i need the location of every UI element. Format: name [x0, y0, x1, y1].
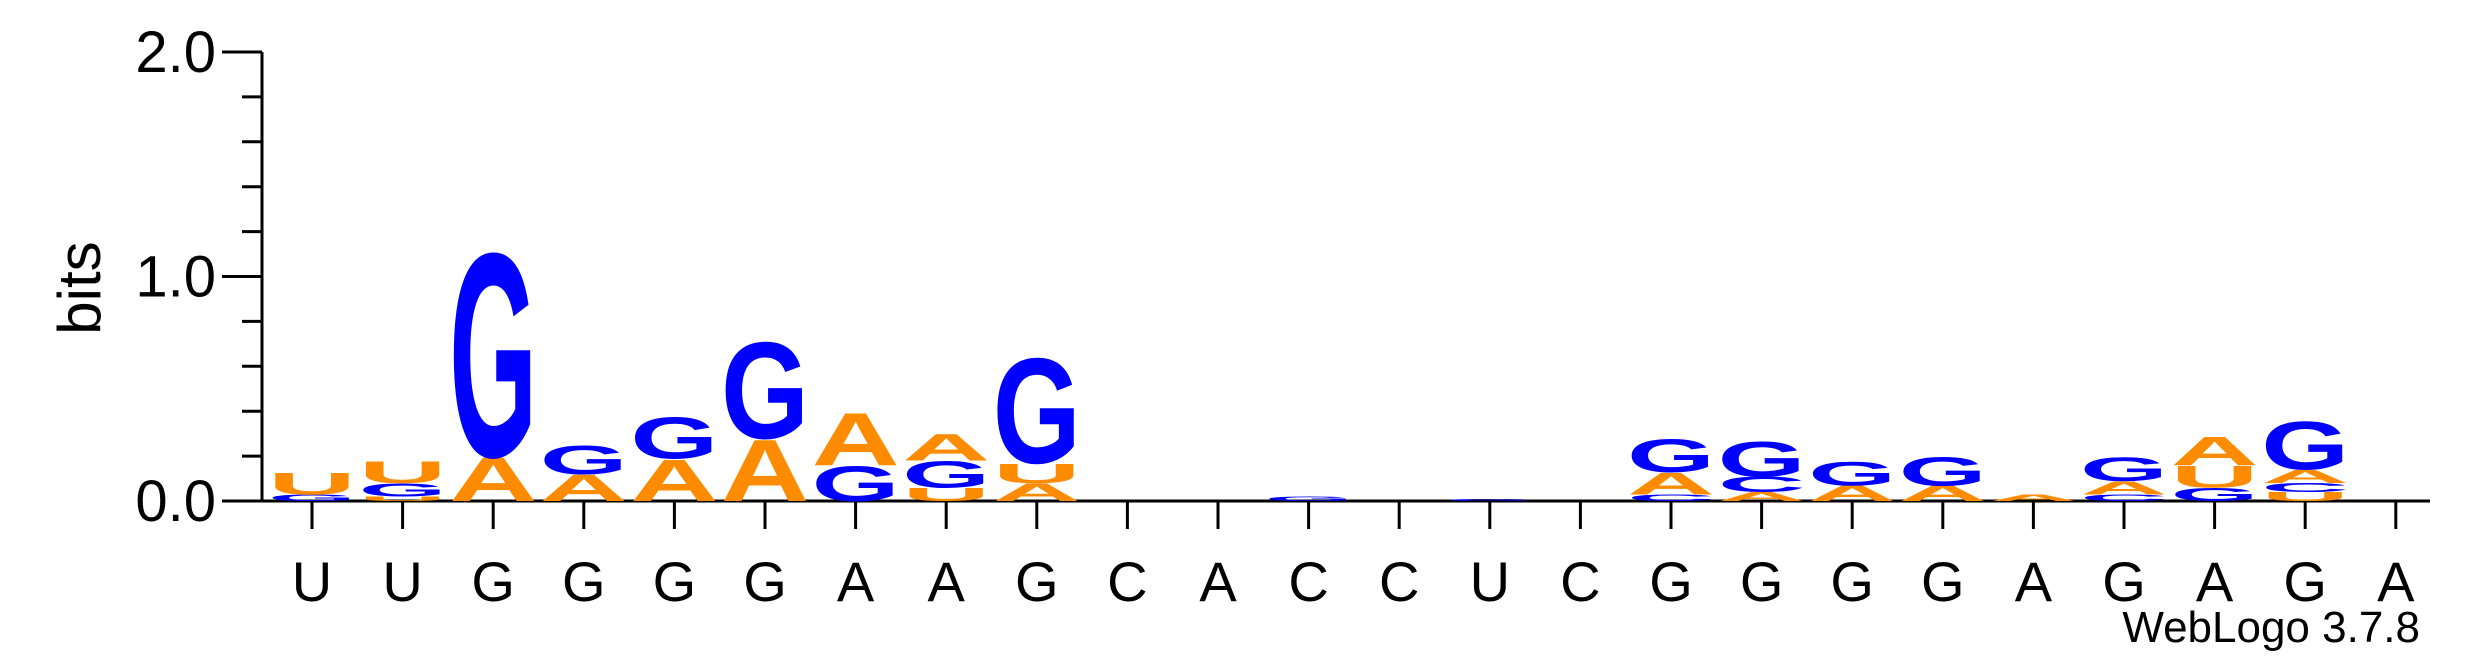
x-tick-label: G: [562, 550, 606, 613]
x-tick-label: G: [1649, 550, 1693, 613]
logo-letter-A: A: [721, 422, 809, 520]
logo-letter-U: U: [993, 458, 1081, 490]
logo-column: AG: [1808, 454, 1896, 506]
logo-column: AG: [449, 192, 537, 518]
logo-letter-G: G: [2080, 449, 2168, 488]
x-tick-label: A: [2377, 550, 2415, 613]
logo-letter-A: A: [2171, 429, 2259, 474]
logo-column: GUA: [2171, 429, 2259, 505]
y-tick-label: 1.0: [135, 245, 216, 310]
logo-letter-G: G: [2171, 484, 2259, 505]
logo-letter-U: U: [902, 484, 990, 505]
logo-letter-G: G: [721, 313, 809, 467]
x-tick-label: U: [1470, 550, 1510, 613]
logo-column: G: [1446, 498, 1534, 501]
logo-letter-A: A: [902, 427, 990, 469]
logo-letter-A: A: [2261, 466, 2349, 487]
logo-column: AG: [721, 313, 809, 520]
logo-letter-C: C: [1718, 472, 1806, 497]
logo-letter-C: C: [2261, 481, 2349, 495]
logo-letter-G: G: [1718, 431, 1806, 487]
x-tick-label: C: [1379, 550, 1419, 613]
logo-letter-C: C: [2080, 493, 2168, 503]
logo-letter-G: G: [359, 480, 447, 501]
logo-letter-G: G: [449, 192, 537, 518]
x-tick-label: A: [1199, 550, 1237, 613]
x-tick-label: G: [653, 550, 697, 613]
y-axis: 0.0 1.0 2.0: [135, 20, 264, 534]
logo-letter-A: A: [993, 478, 1081, 506]
x-tick-label: G: [1830, 550, 1874, 613]
x-tick-label: G: [1921, 550, 1965, 613]
x-tick-label: C: [1560, 550, 1600, 613]
x-tick-label: G: [1015, 550, 1059, 613]
logo-letter-A: A: [812, 397, 900, 481]
x-tick-label: A: [2196, 550, 2234, 613]
x-tick-label: A: [837, 550, 875, 613]
logo-letter-A: A: [1718, 490, 1806, 504]
logo-column: G: [1265, 495, 1353, 502]
logo-column: UGA: [902, 427, 990, 505]
logo-letter-U: U: [359, 495, 447, 502]
logo-letter-G: G: [993, 327, 1081, 495]
logo-letter-U: U: [268, 466, 356, 501]
x-tick-label: G: [1740, 550, 1784, 613]
x-tick-label: A: [928, 550, 966, 613]
logo-letter-G: G: [1265, 495, 1353, 502]
logo-column: UGU: [359, 454, 447, 502]
logo-column: AUG: [993, 327, 1081, 506]
x-tick-label: G: [2283, 550, 2327, 613]
logo-letter-U: U: [2261, 490, 2349, 504]
logo-column: AG: [630, 405, 718, 514]
logo-letter-G: G: [540, 438, 628, 484]
logo-letter-G: G: [2261, 407, 2349, 484]
logo-letter-U: U: [359, 454, 447, 489]
logo-letter-G: G: [630, 405, 718, 472]
logo-letter-A: A: [1808, 481, 1896, 506]
logo-letter-A: A: [1989, 493, 2077, 503]
y-tick-label: 2.0: [135, 20, 216, 85]
logo-letter-A: A: [449, 444, 537, 515]
x-tick-label: A: [2015, 550, 2053, 613]
logo-letter-C: C: [1627, 493, 1715, 503]
logo-column: ACG: [1718, 431, 1806, 504]
logo-column: AG: [540, 438, 628, 510]
logo-column: A: [1989, 493, 2077, 503]
logo-letter-G: G: [812, 456, 900, 512]
logo-letter-A: A: [1899, 481, 1987, 506]
logo-column: GA: [812, 397, 900, 511]
x-tick-label: U: [382, 550, 422, 613]
weblogo-credit: WebLogo 3.7.8: [2122, 603, 2420, 652]
logo-letter-G: G: [268, 493, 356, 504]
logo-letter-G: G: [1446, 498, 1534, 501]
x-tick-label: G: [743, 550, 787, 613]
y-tick-label: 0.0: [135, 469, 216, 534]
logo-letter-G: G: [1808, 454, 1896, 493]
logo-letter-A: A: [1627, 466, 1715, 501]
x-tick-label: U: [292, 550, 332, 613]
logo-column: AG: [1899, 449, 1987, 506]
logo-letter-A: A: [630, 448, 718, 514]
logo-column: CAG: [1627, 430, 1715, 503]
logo-column: CAG: [2080, 449, 2168, 503]
y-axis-label: bits: [46, 241, 113, 334]
x-tick-label: C: [1107, 550, 1147, 613]
logo-letter-G: G: [1627, 430, 1715, 482]
logo-letter-A: A: [540, 467, 628, 509]
logo-letter-A: A: [2080, 477, 2168, 498]
x-tick-label: C: [1288, 550, 1328, 613]
x-tick-label: G: [2102, 550, 2146, 613]
logo-column: GU: [268, 466, 356, 503]
x-tick-label: G: [471, 550, 515, 613]
logo-letter-G: G: [1899, 449, 1987, 495]
logo-letter-U: U: [2171, 459, 2259, 494]
logo-letter-G: G: [902, 454, 990, 496]
